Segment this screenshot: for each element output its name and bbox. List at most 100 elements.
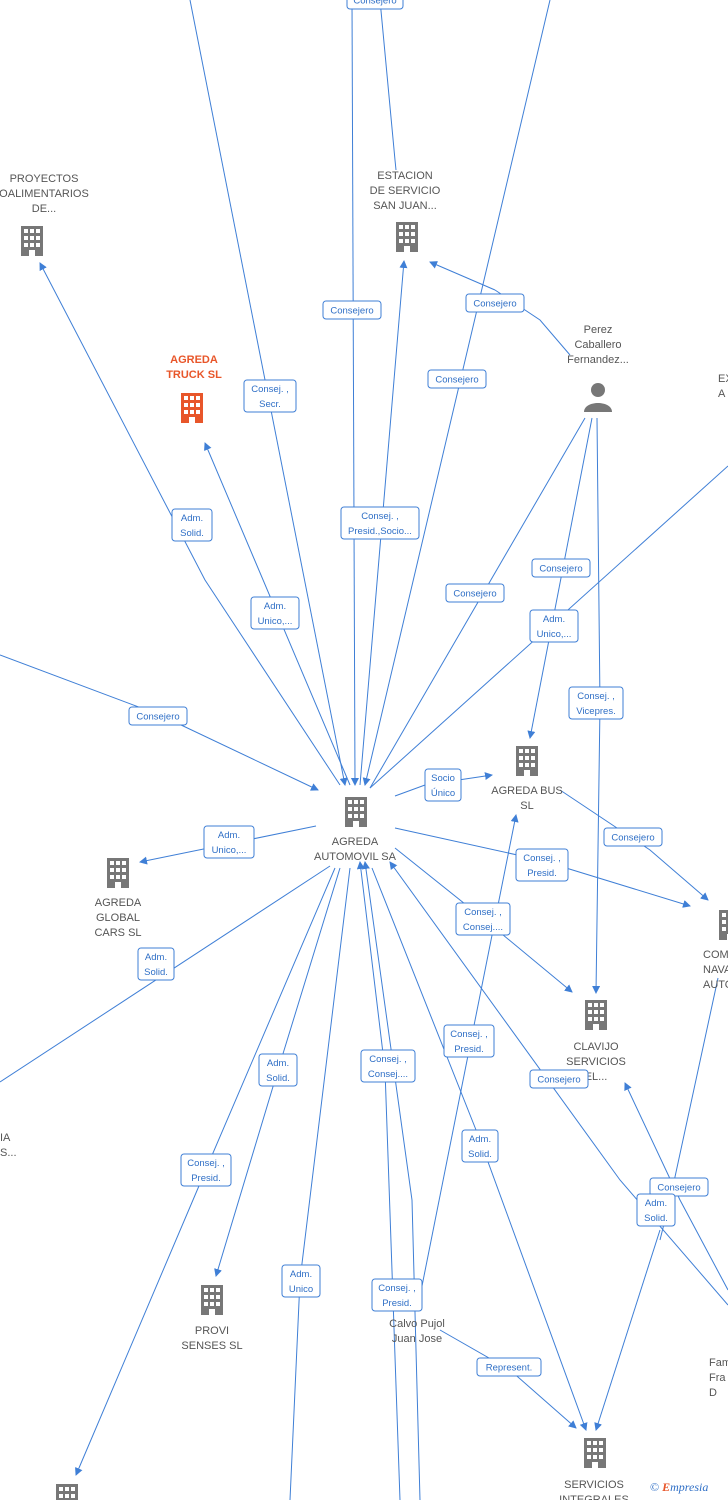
edge-line [439, 1329, 577, 1429]
brand-logo-text: mpresia [670, 1480, 709, 1494]
edge-label-text: Presid.,Socio... [348, 526, 412, 537]
node-exp[interactable]: EXPA [718, 373, 728, 400]
edge-label-text: Consej. , [378, 1283, 416, 1294]
node-label: Fam [709, 1357, 728, 1369]
edge-label[interactable]: Consejero [445, 583, 505, 603]
node-label: NAVAR [703, 964, 728, 976]
edge-label-text: Consejero [453, 589, 496, 600]
edge-label[interactable]: Adm.Solid. [636, 1193, 676, 1227]
edge-label[interactable]: Consej. , Consej.... [455, 902, 511, 936]
node-label: AUTOMOVIL SA [314, 851, 397, 863]
node-label: D [709, 1387, 717, 1399]
edge-line [594, 1229, 661, 1431]
node-bottom-left[interactable] [56, 1484, 78, 1500]
edge-line [369, 417, 586, 789]
person-icon [584, 383, 612, 412]
edge-label-text: Vicepres. [576, 706, 615, 717]
building-icon [181, 393, 203, 423]
edge-label-text: Solid. [180, 528, 204, 539]
node-label: AGREDA BUS [491, 785, 563, 797]
edge-label[interactable]: Consej. ,Presid. [443, 1024, 495, 1058]
edge-label[interactable]: Consejero [128, 706, 188, 726]
node-label: EL... [585, 1071, 608, 1083]
node-label: Caballero [574, 339, 621, 351]
edge-label-text: Consejero [537, 1075, 580, 1086]
node-perez[interactable]: PerezCaballeroFernandez... [567, 324, 629, 412]
node-label: Juan Jose [392, 1333, 442, 1345]
node-label: A [718, 388, 726, 400]
edge-label-text: Consejero [657, 1183, 700, 1194]
edge-label-text: Presid. [191, 1173, 221, 1184]
edge-label-text: Consejero [435, 375, 478, 386]
edge-label[interactable]: Adm.Unico,... [529, 609, 579, 643]
node-label: COM [703, 949, 728, 961]
edge-label-text: Adm. [145, 952, 167, 963]
node-clavijo[interactable]: CLAVIJOSERVICIOSEL... [566, 1000, 626, 1083]
edge-label-text: Consej. , [577, 691, 615, 702]
node-left-na[interactable]: IAS... [0, 1132, 17, 1159]
footer-brand[interactable]: © Empresia [650, 1480, 708, 1495]
edge-label[interactable]: Consej. ,Secr. [243, 379, 297, 413]
node-servicios[interactable]: SERVICIOS INTEGRALES [559, 1438, 629, 1500]
edge-line [289, 867, 351, 1500]
edge-line [429, 261, 496, 291]
edge-label[interactable]: Adm.Unico [281, 1264, 321, 1298]
edge-label[interactable]: Consejero [531, 558, 591, 578]
edge-label[interactable]: Consej. , Vicepres. [568, 686, 624, 720]
edge-label-text: Unico,... [258, 616, 293, 627]
edge-label[interactable]: Adm.Unico,... [203, 825, 255, 859]
node-label: Fra [709, 1372, 726, 1384]
edge-label[interactable]: Consejero [649, 1177, 709, 1197]
edge-label-text: Adm. [543, 614, 565, 625]
edge-label-text: Adm. [264, 601, 286, 612]
node-label: Perez [584, 324, 613, 336]
node-label: INTEGRALES [559, 1494, 629, 1500]
edge-label-text: Adm. [218, 830, 240, 841]
edge-label[interactable]: Consejero [465, 293, 525, 313]
edge-label-text: Socio [431, 773, 455, 784]
edge-label-text: Consej. , [464, 907, 502, 918]
edge-label[interactable]: Consej. , Presid. [180, 1153, 232, 1187]
edge-label[interactable]: Consej. ,Presid.,Socio... [340, 506, 420, 540]
building-icon [719, 910, 728, 940]
edge-label[interactable]: Adm. Unico,... [250, 596, 300, 630]
edge-label[interactable]: Consejero [346, 0, 404, 10]
edge-label-text: Consejero [330, 306, 373, 317]
edge-label[interactable]: Consejero [603, 827, 663, 847]
node-label: DE... [32, 203, 56, 215]
edge-label[interactable]: Consejero [529, 1069, 589, 1089]
edge-label[interactable]: Adm.Solid. [171, 508, 213, 542]
edge-label-text: Secr. [259, 399, 281, 410]
node-proyectos[interactable]: PROYECTOSOALIMENTARIOSDE... [0, 173, 89, 256]
edge-label[interactable]: Consej. ,Presid. [371, 1278, 423, 1312]
edge-label[interactable]: Consejero [427, 369, 487, 389]
node-label: SERVICIOS [564, 1479, 624, 1491]
edge-label[interactable]: Consejero [322, 300, 382, 320]
edge-label[interactable]: Consej. ,Consej.... [360, 1049, 416, 1083]
node-label: Fernandez... [567, 354, 629, 366]
edge-label[interactable]: Consej. ,Presid. [515, 848, 569, 882]
node-com-navarra[interactable]: COMNAVARAUTOBU [703, 910, 728, 991]
edge-label[interactable]: Adm.Solid. [258, 1053, 298, 1087]
edge-label-text: Consej.... [463, 922, 503, 933]
edge-label-text: Consejero [353, 0, 396, 7]
edge-label-text: Solid. [644, 1213, 668, 1224]
edge-label-text: Consej. , [187, 1158, 225, 1169]
building-icon [516, 746, 538, 776]
edge-label-text: Presid. [454, 1044, 484, 1055]
edge-label[interactable]: Adm.Solid. [461, 1129, 499, 1163]
edge-label-text: Presid. [527, 868, 557, 879]
edge-label[interactable]: Adm.Solid. [137, 947, 175, 981]
node-label: SENSES SL [181, 1340, 242, 1352]
building-icon [21, 226, 43, 256]
edge-label[interactable]: Represent. [476, 1357, 542, 1377]
